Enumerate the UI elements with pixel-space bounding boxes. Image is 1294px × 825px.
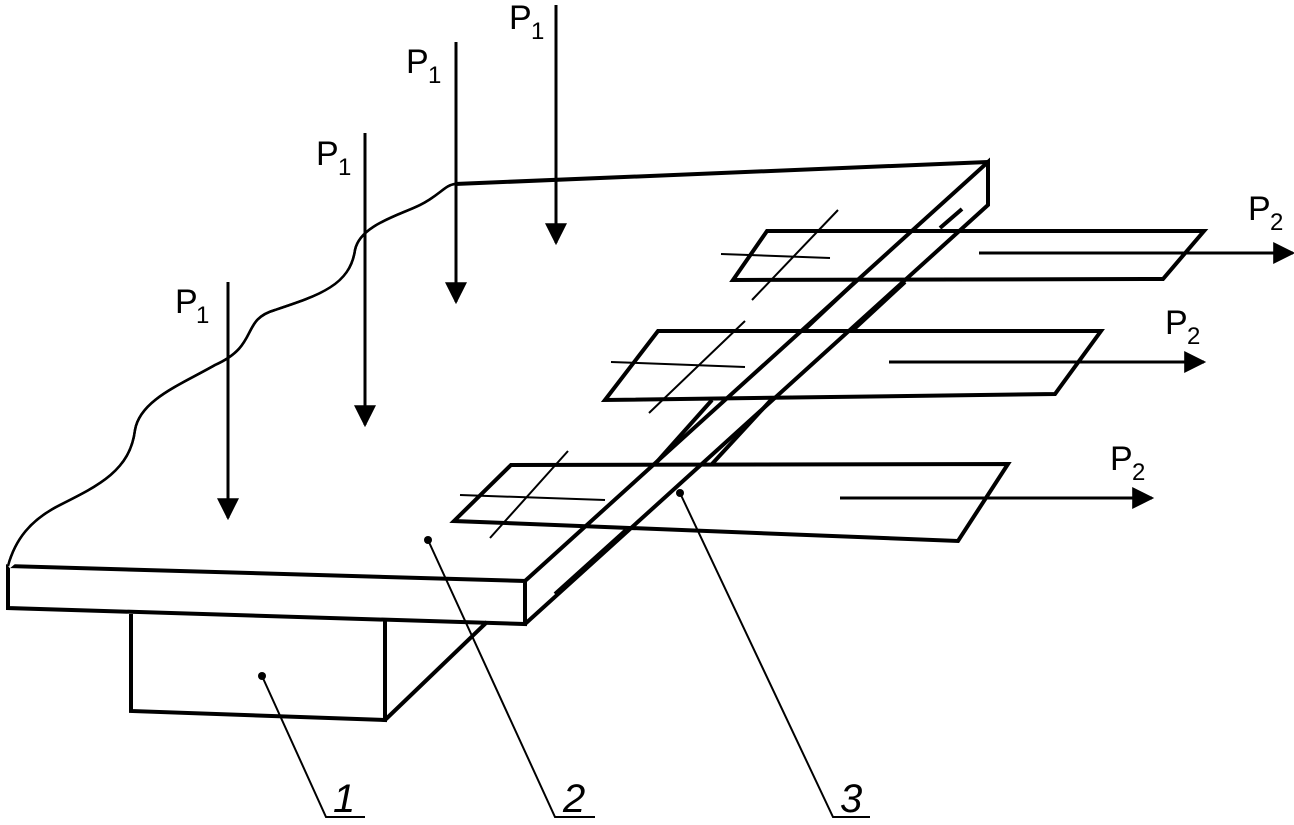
svg-text:P: P	[509, 0, 532, 37]
strip-top	[729, 229, 1209, 283]
p2-label-3: P 2	[1248, 190, 1283, 236]
strip-bottom	[449, 461, 1012, 544]
plate-side-segments	[553, 207, 964, 596]
svg-text:P: P	[1165, 304, 1188, 342]
p1-label-3: P 1	[406, 43, 441, 89]
part-label-1: 1	[333, 777, 355, 821]
leader-lines	[261, 492, 870, 818]
part-label-3: 3	[840, 777, 862, 821]
svg-text:P: P	[175, 283, 198, 321]
svg-text:P: P	[316, 135, 339, 173]
p1-label-4: P 1	[509, 0, 544, 45]
svg-text:2: 2	[1187, 323, 1200, 350]
svg-text:P: P	[1248, 190, 1271, 228]
svg-text:1: 1	[338, 154, 351, 181]
svg-text:P: P	[1110, 440, 1133, 478]
p1-label-2: P 1	[316, 135, 351, 181]
p1-label-1: P 1	[175, 283, 209, 329]
svg-text:2: 2	[1132, 459, 1145, 486]
strip-middle	[600, 329, 1105, 403]
svg-text:1: 1	[428, 62, 441, 89]
base-block	[129, 614, 489, 723]
leader-dots	[258, 489, 684, 680]
p2-label-1: P 2	[1110, 440, 1145, 486]
svg-text:2: 2	[1270, 209, 1283, 236]
p1-arrows	[217, 5, 567, 521]
svg-text:1: 1	[196, 302, 209, 329]
svg-text:1: 1	[531, 18, 544, 45]
p2-label-2: P 2	[1165, 304, 1200, 350]
svg-text:P: P	[406, 43, 429, 81]
p2-arrows	[840, 242, 1294, 509]
part-label-2: 2	[562, 777, 585, 821]
strip-crosshairs	[459, 209, 839, 539]
